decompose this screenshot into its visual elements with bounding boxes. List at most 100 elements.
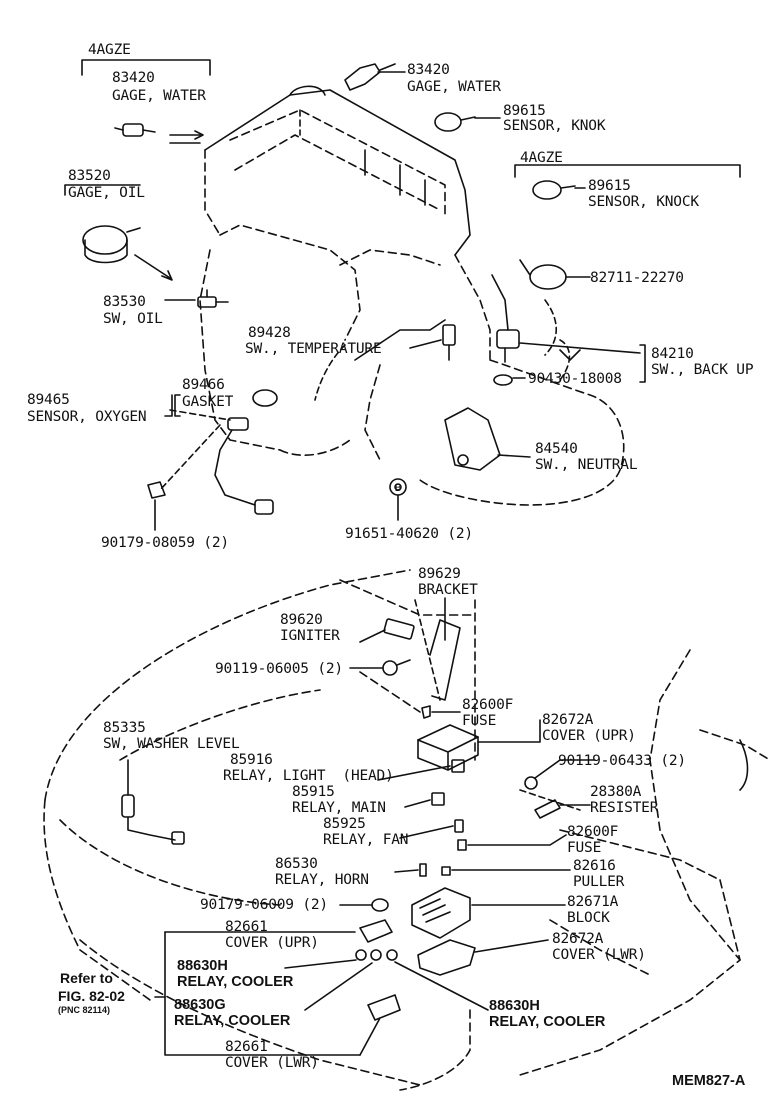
part-name-bracket: BRACKET [418,582,478,598]
label-4agze-knock: 4AGZE [520,150,563,166]
nut-symbol: B [395,483,402,494]
part-name-sw-neutral: SW., NEUTRAL [535,457,638,473]
part-name-fuse-mid: FUSE [567,840,602,856]
bolt-90119-06005-icon [382,659,411,676]
part-number-89465: 89465 [27,392,70,408]
part-number-89615-knok: 89615 [503,103,546,119]
part-name-gage-water-left: GAGE, WATER [112,88,206,104]
gage-oil-icon [82,225,173,281]
part-number-90119-06433: 90119-06433 (2) [558,753,686,769]
gage-water-left-icon [114,123,204,144]
part-number-86530: 86530 [275,856,318,872]
bracket-back-up [639,344,646,383]
part-number-83420-left: 83420 [112,70,155,86]
label-4agze-top: 4AGZE [88,42,131,58]
relay-light-icon [451,759,465,773]
sw-temperature-icon [442,324,456,361]
clamp-icon [519,259,567,290]
part-number-82661-upr: 82661 [225,919,268,935]
part-name-relay-main: RELAY, MAIN [292,800,386,816]
part-number-89615-knock: 89615 [588,178,631,194]
igniter-icon [383,618,415,640]
part-number-88630h-left: 88630H [177,958,228,974]
part-name-gasket: GASKET [182,394,234,410]
part-number-90430-18008: 90430-18008 [528,371,622,387]
part-number-82661-lwr: 82661 [225,1039,268,1055]
part-name-sw-washer-level: SW, WASHER LEVEL [103,736,240,752]
part-number-85925: 85925 [323,816,366,832]
puller-icon [441,866,451,876]
part-number-89466: 89466 [182,377,225,393]
sw-back-up-icon [491,274,520,386]
part-number-89428: 89428 [248,325,291,341]
bracket-icon [414,599,461,701]
relay-fan-icon [454,819,464,833]
block-icon [411,887,471,939]
cover-lwr-block-icon [417,939,476,976]
part-number-83420-right: 83420 [407,62,450,78]
sw-neutral-icon [444,407,501,471]
engine-outline [199,85,625,506]
reference-pnc: (PNC 82114) [58,1005,111,1015]
part-number-85335: 85335 [103,720,146,736]
part-name-relay-cooler-h-left: RELAY, COOLER [177,974,294,990]
reference-fig[interactable]: FIG. 82-02 [58,988,125,1004]
sensor-oxygen-icon [214,417,274,515]
gasket-icon [252,389,278,407]
part-name-block: BLOCK [567,910,610,926]
part-number-82711-22270: 82711-22270 [590,270,684,286]
bracket-4agze-knock [514,164,741,178]
part-name-cover-upr-block: COVER (UPR) [542,728,636,744]
part-number-90119-06005: 90119-06005 (2) [215,661,343,677]
diagram-code: MEM827-A [672,1073,746,1089]
reference-line-1: Refer to [60,970,113,986]
sensor-knock-icon [532,180,576,200]
part-number-84540: 84540 [535,441,578,457]
relay-horn-icon [419,863,427,877]
part-name-relay-fan: RELAY, FAN [323,832,409,848]
part-number-85915: 85915 [292,784,335,800]
part-name-gage-oil: GAGE, OIL [68,185,145,201]
fuse-mid-icon [457,839,467,851]
part-name-cover-lwr-block: COVER (LWR) [552,947,646,963]
part-number-91651-40620: 91651-40620 (2) [345,526,473,542]
part-number-89620: 89620 [280,612,323,628]
bracket-gasket [174,394,181,417]
cover-lwr-relay-icon [367,994,401,1021]
part-name-relay-light: RELAY, LIGHT (HEAD) [223,768,394,784]
part-number-90179-06009: 90179-06009 (2) [200,897,328,913]
clip-90179-08059-icon [147,481,166,499]
part-name-fuse-top: FUSE [462,713,497,729]
part-name-sw-back-up: SW., BACK UP [651,362,754,378]
part-name-cover-lwr-relay: COVER (LWR) [225,1055,319,1071]
part-number-28380a: 28380A [590,784,642,800]
part-number-89629: 89629 [418,566,461,582]
washer-level-icon [121,794,185,845]
fuse-cover-upr-icon [417,724,479,771]
part-number-82672a-upr: 82672A [542,712,594,728]
bracket-gage-oil [64,184,141,196]
cover-upr-relay-icon [359,919,393,943]
gage-water-right-icon [344,63,396,91]
part-name-gage-water-right: GAGE, WATER [407,79,501,95]
part-name-resister: RESISTER [590,800,659,816]
part-name-sensor-knok: SENSOR, KNOK [503,118,606,134]
part-number-83520: 83520 [68,168,111,184]
part-name-cover-upr-relay: COVER (UPR) [225,935,319,951]
part-name-puller: PULLER [573,874,625,890]
part-name-sw-oil: SW, OIL [103,311,163,327]
part-number-82616: 82616 [573,858,616,874]
part-number-82600f-mid: 82600F [567,824,619,840]
part-name-igniter: IGNITER [280,628,340,644]
relay-main-icon [431,792,445,806]
sw-oil-icon [197,289,229,308]
part-name-sensor-knock: SENSOR, KNOCK [588,194,699,210]
part-number-82671a: 82671A [567,894,619,910]
resister-icon [534,799,561,819]
part-number-90179-08059: 90179-08059 (2) [101,535,229,551]
part-name-sensor-oxygen: SENSOR, OXYGEN [27,409,147,425]
part-number-82600f-top: 82600F [462,697,514,713]
part-name-relay-horn: RELAY, HORN [275,872,369,888]
part-name-relay-cooler-h-right: RELAY, COOLER [489,1014,606,1030]
